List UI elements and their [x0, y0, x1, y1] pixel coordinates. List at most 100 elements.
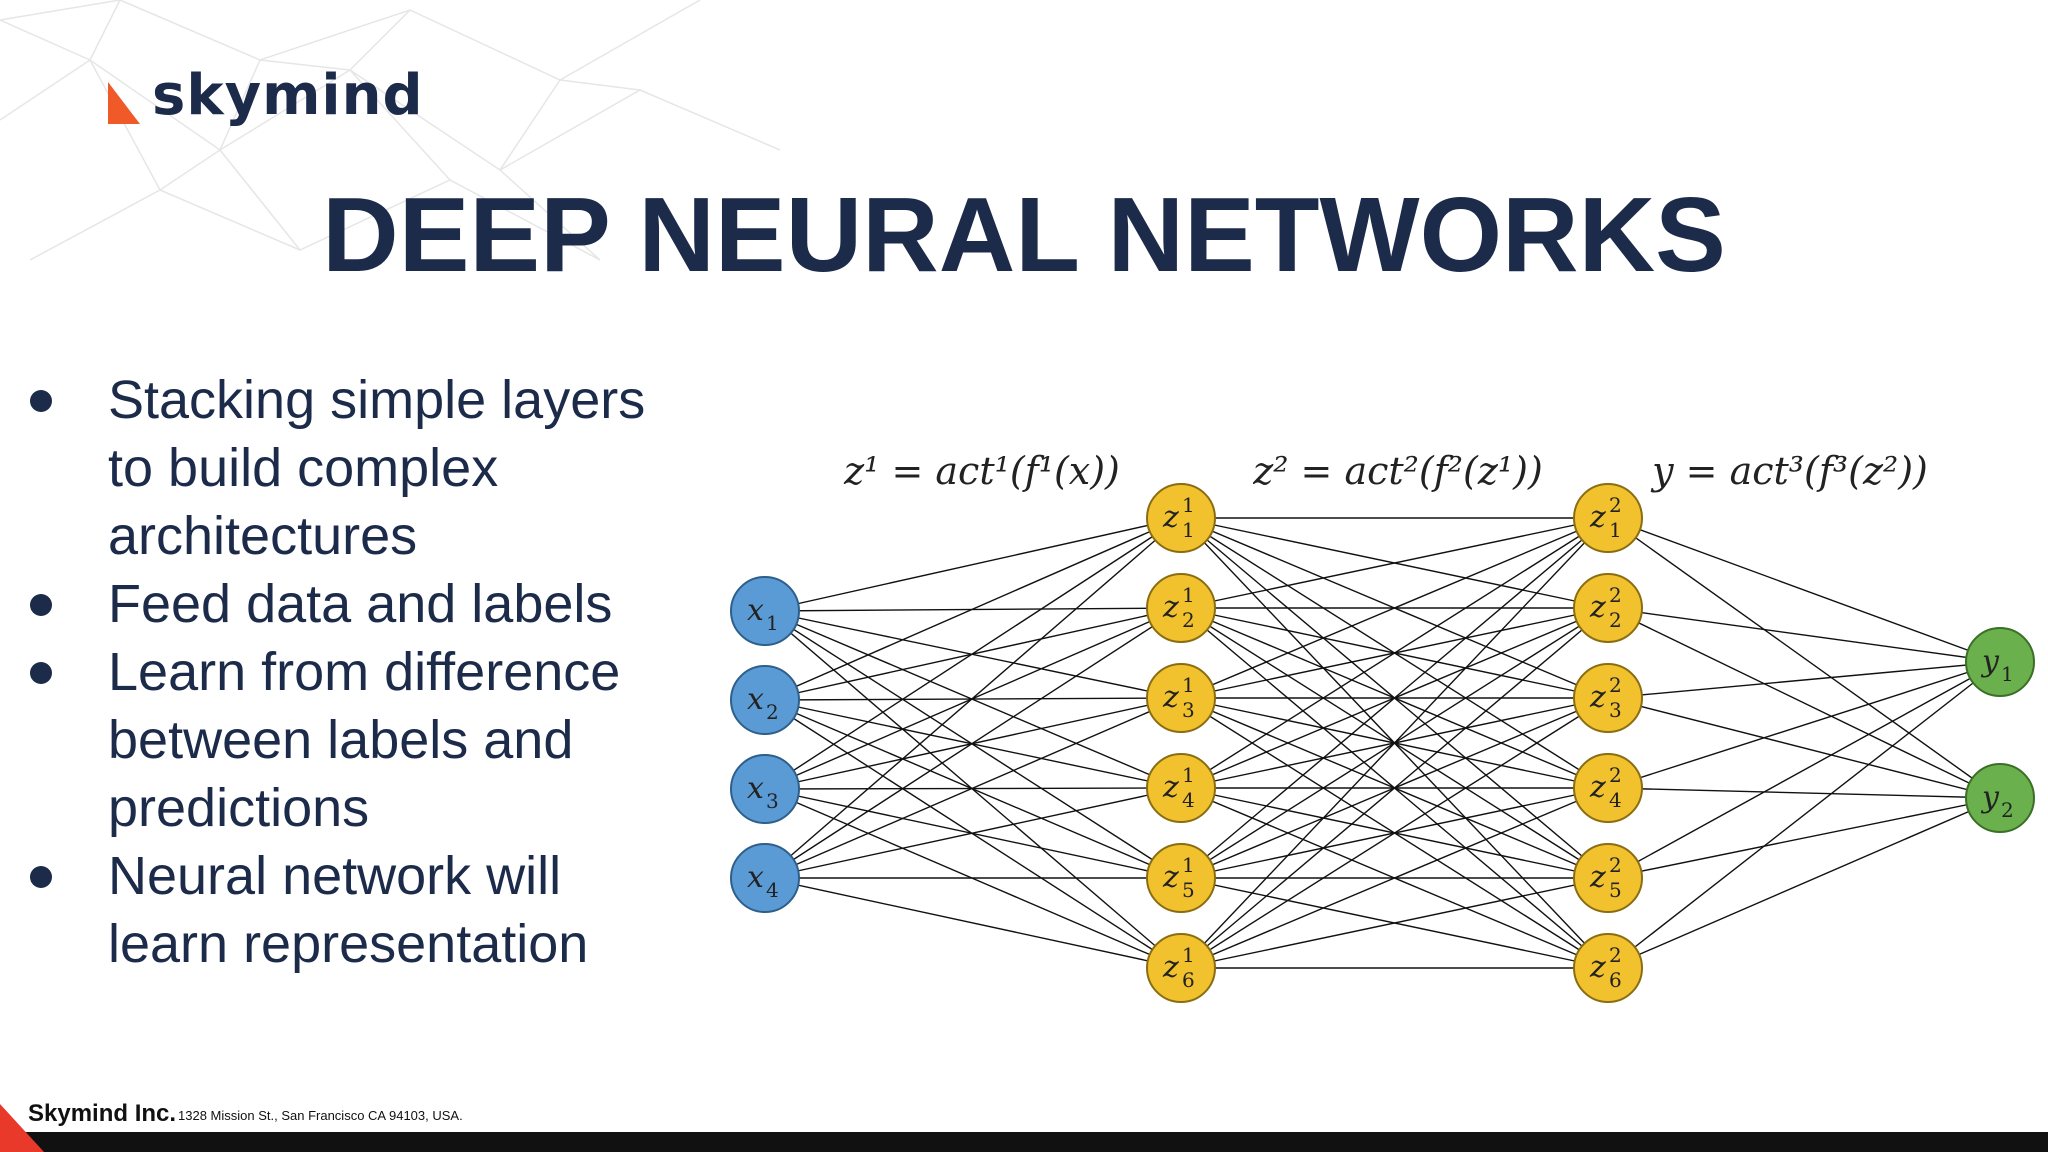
- connection-edge: [1607, 517, 2001, 663]
- bullet-dot-icon: [30, 390, 52, 412]
- footer-bar: [0, 1132, 2048, 1152]
- layer-formula-1: z¹ = act¹(f¹(x)): [843, 449, 1120, 493]
- node-label-base: z: [1162, 680, 1179, 715]
- connection-edge: [1607, 661, 2001, 969]
- node-label-subscript: 3: [1182, 698, 1195, 722]
- node-label-subscript: 4: [766, 878, 779, 902]
- node-label-base: x: [747, 771, 764, 806]
- node-label-superscript: 1: [1182, 763, 1195, 787]
- bullet-dot-icon: [30, 662, 52, 684]
- node-circle: [1573, 753, 1643, 823]
- connection-edge: [1180, 517, 1609, 879]
- node-label-base: z: [1589, 860, 1606, 895]
- connection-edge: [764, 787, 1182, 879]
- node-circle: [1573, 933, 1643, 1003]
- footer: Skymind Inc. 1328 Mission St., San Franc…: [0, 1098, 2048, 1152]
- node-label-subscript: 2: [1182, 608, 1195, 632]
- node-label-subscript: 2: [766, 700, 779, 724]
- bullet-dot-icon: [30, 866, 52, 888]
- node-label-base: z: [1162, 590, 1179, 625]
- node-label-superscript: 2: [1609, 763, 1622, 787]
- bullet-line: architectures: [108, 506, 418, 566]
- connection-edge: [1607, 661, 2001, 789]
- connection-edge: [764, 517, 1182, 879]
- node-label-superscript: 1: [1182, 943, 1195, 967]
- node-circle: [1146, 753, 1216, 823]
- bullet-item: Feed data and labels: [20, 570, 720, 638]
- node-label-subscript: 6: [1609, 968, 1622, 992]
- node-circle: [1965, 627, 2035, 697]
- connection-edge: [1607, 697, 2001, 799]
- node-circle: [1146, 483, 1216, 553]
- node-label-base: x: [747, 682, 764, 717]
- node-label-subscript: 4: [1182, 788, 1195, 812]
- node-label-base: z: [1589, 770, 1606, 805]
- node-circle: [1573, 663, 1643, 733]
- node-label-base: z: [1162, 770, 1179, 805]
- background-mesh-decoration: [0, 0, 780, 261]
- connection-edge: [1607, 787, 2001, 799]
- node-circle: [730, 576, 800, 646]
- layer-formula-2: z² = act²(f²(z¹)): [1252, 449, 1543, 493]
- layer-formula-3: y = act³(f³(z²)): [1650, 449, 1928, 493]
- connection-edge: [1607, 607, 2001, 799]
- node-circle: [1965, 763, 2035, 833]
- connection-edge: [764, 517, 1182, 612]
- connection-edge: [764, 697, 1182, 879]
- connection-edge: [764, 607, 1182, 879]
- node-label-base: z: [1162, 500, 1179, 535]
- connection-edge: [1607, 797, 2001, 969]
- connection-edge: [1180, 517, 1609, 699]
- node-label-base: x: [747, 593, 764, 628]
- logo-triangle-shape: [108, 82, 140, 124]
- connection-edge: [1607, 661, 2001, 879]
- node-label-base: y: [1980, 780, 2000, 815]
- bullet-line: Feed data and labels: [108, 574, 613, 634]
- node-label-subscript: 4: [1609, 788, 1622, 812]
- node-label-subscript: 1: [2001, 662, 2014, 686]
- node-label-base: z: [1162, 950, 1179, 985]
- connection-edge: [1607, 797, 2001, 879]
- node-circle: [1146, 843, 1216, 913]
- connection-edge: [1180, 697, 1609, 969]
- node-circle: [730, 754, 800, 824]
- connection-edge: [764, 517, 1182, 701]
- node-circle: [1146, 663, 1216, 733]
- footer-accent-icon: [0, 1104, 44, 1152]
- connection-edge: [1180, 517, 1609, 609]
- bullet-line: Learn from difference: [108, 642, 621, 702]
- bullet-line: predictions: [108, 778, 370, 838]
- node-label-subscript: 5: [1182, 878, 1195, 902]
- skymind-logo: skymind: [108, 68, 424, 124]
- connection-edge: [1607, 661, 2001, 699]
- bullet-line: learn representation: [108, 914, 589, 974]
